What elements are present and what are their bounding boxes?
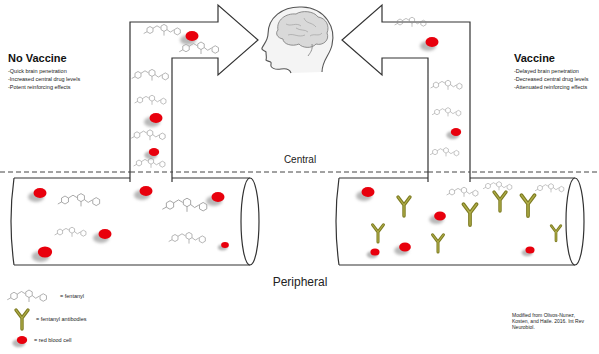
- region-label: Peripheral: [230, 276, 370, 290]
- effect-note: -Decreased central drug levels: [514, 76, 589, 82]
- legend-text: = fentanyl: [60, 293, 84, 299]
- citation-note: Modified from Olivos-Nunez, Kosten, and …: [512, 313, 592, 330]
- region-label: Central: [250, 154, 350, 166]
- legend-text: = red blood cell: [34, 337, 71, 343]
- legend-text: = fentanyl antibodies: [36, 316, 87, 322]
- column-heading: Vaccine: [514, 52, 555, 65]
- blood-vessel: [11, 178, 584, 265]
- effect-note: -Potent reinforcing effects: [8, 84, 71, 90]
- pathway-arrow: [342, 5, 470, 182]
- pathway-arrow: [130, 5, 258, 182]
- effect-note: -Quick brain penetration: [8, 68, 67, 74]
- molecules-and-cells: [28, 17, 564, 262]
- effect-note: -Increased central drug levels: [8, 76, 80, 82]
- effect-note: -Attenuated reinforcing effects: [514, 84, 587, 90]
- boundary-line: [0, 172, 599, 173]
- column-heading: No Vaccine: [8, 52, 67, 65]
- brain-head: [262, 7, 333, 73]
- effect-note: -Delayed brain penetration: [514, 68, 579, 74]
